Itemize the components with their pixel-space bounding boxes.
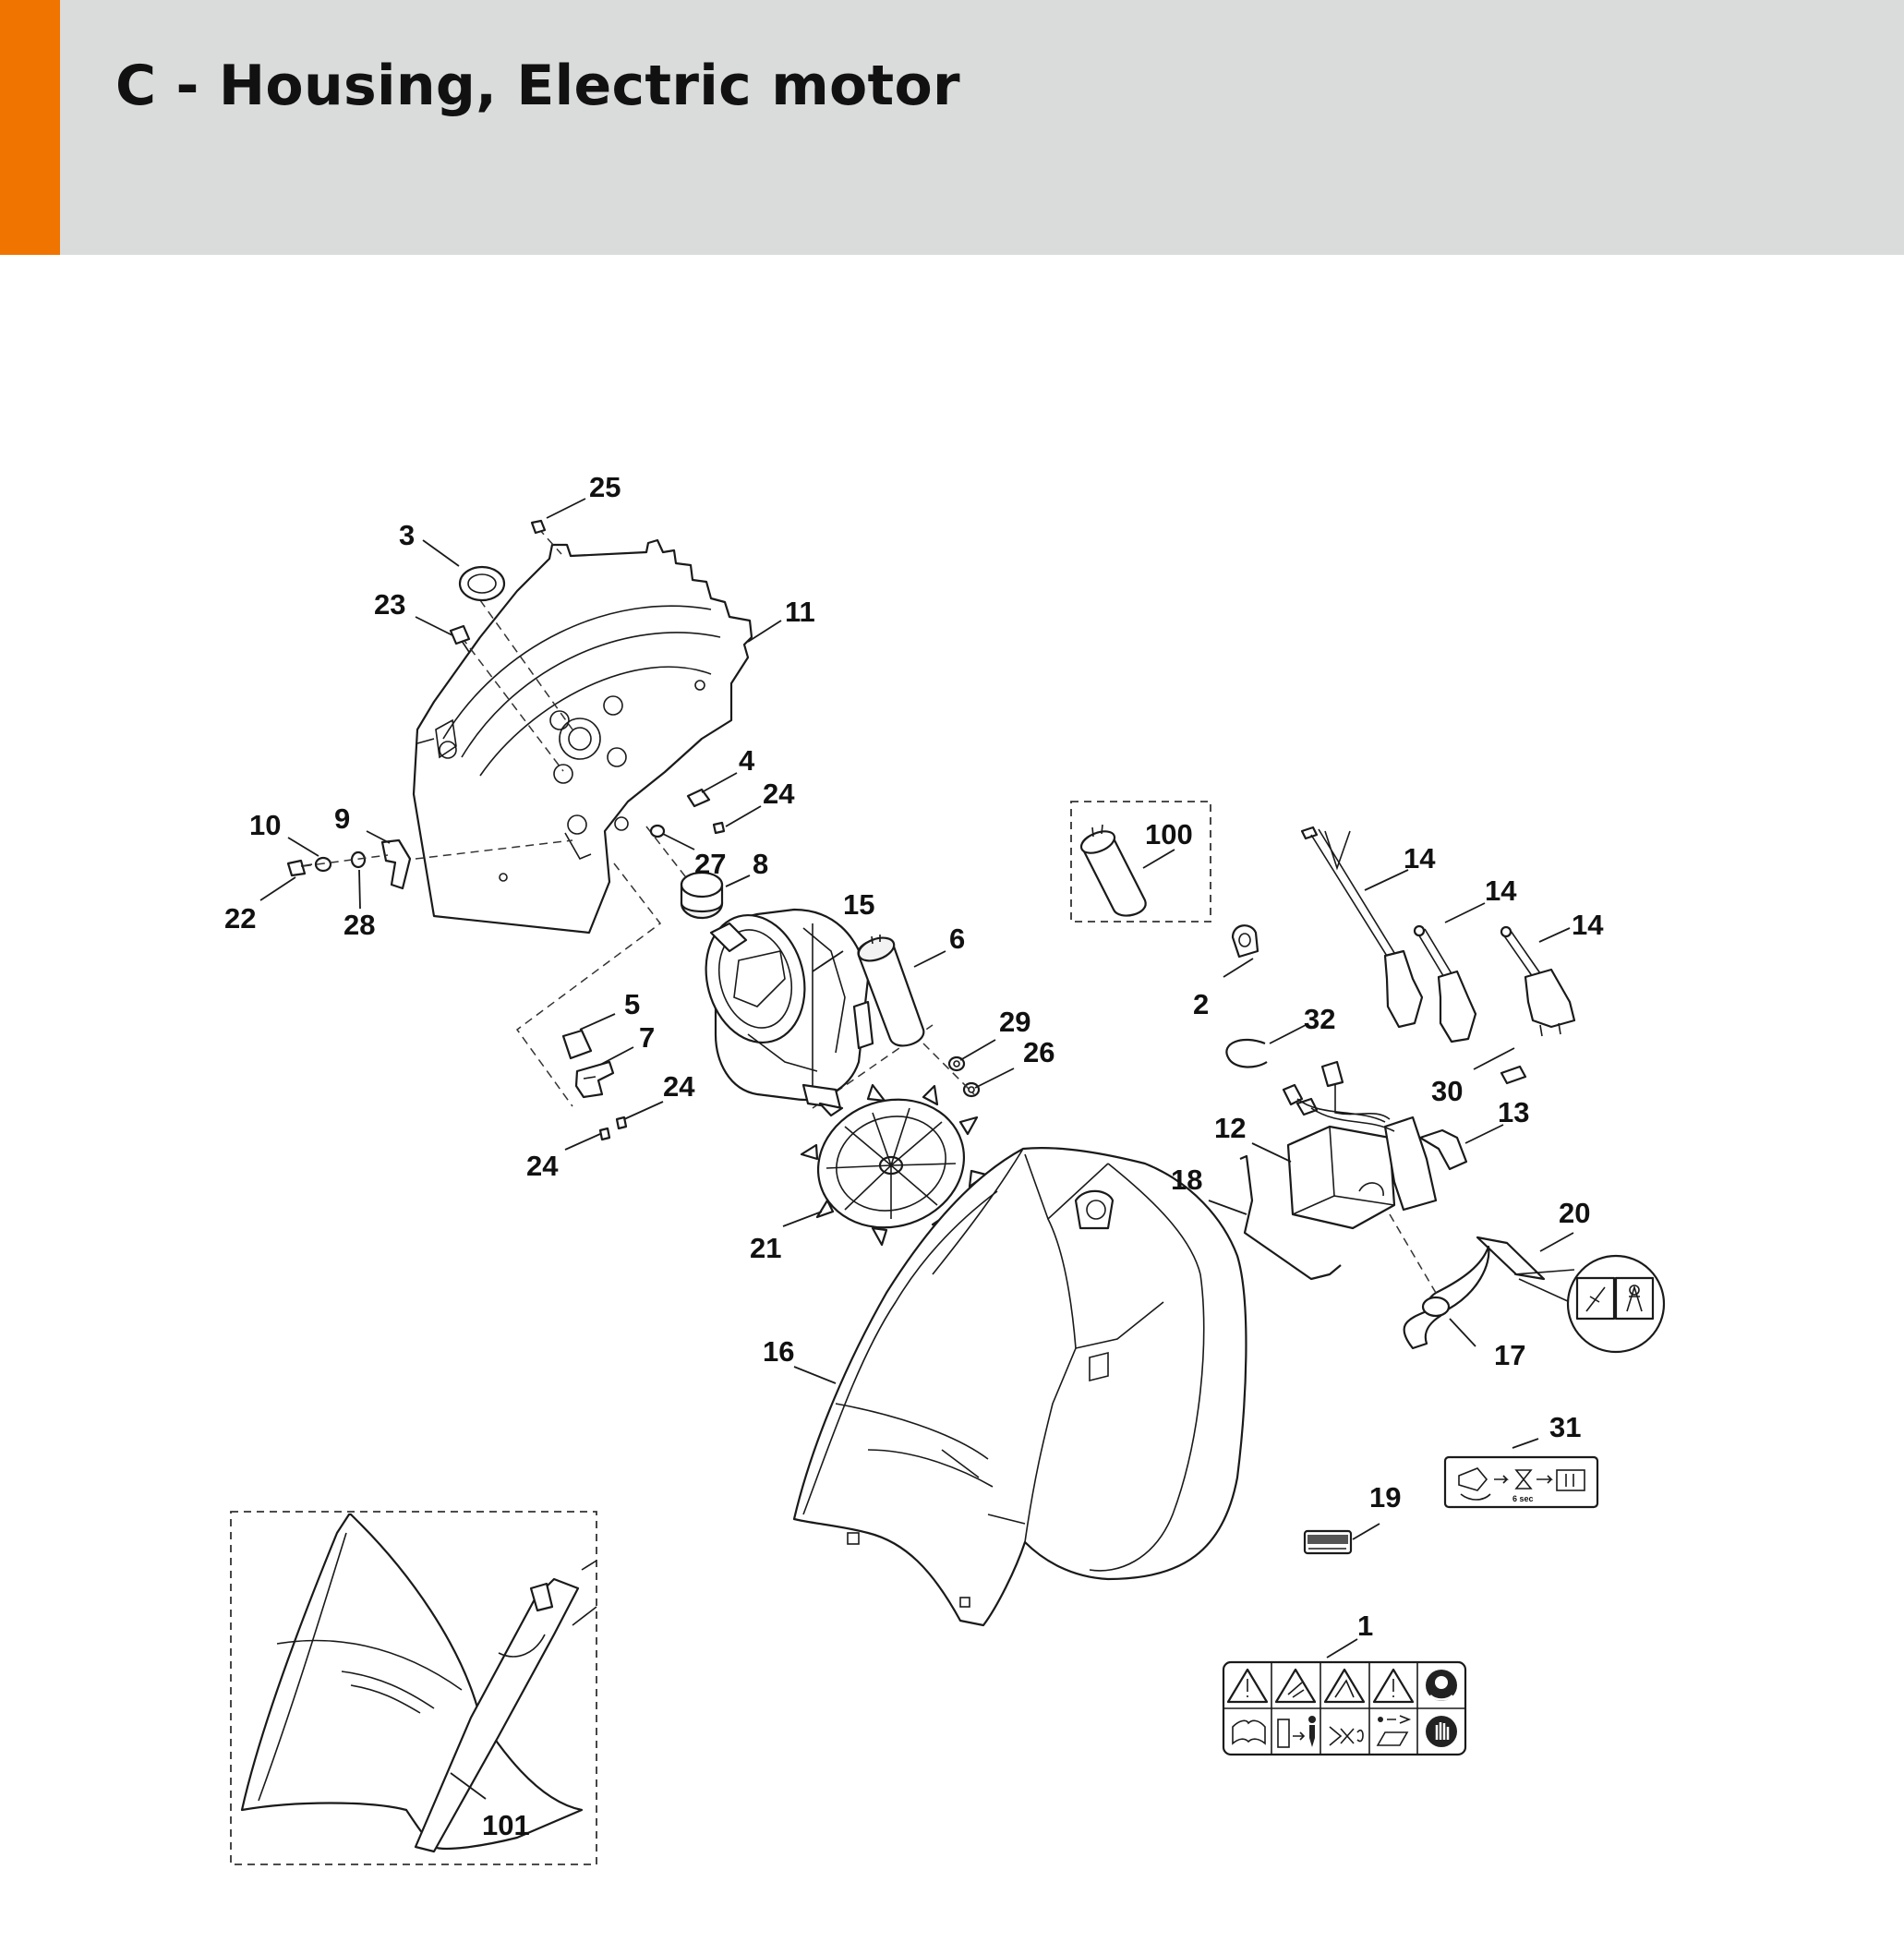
- assembly-line-fan: [812, 1024, 934, 1109]
- callout-24-lower: 24: [526, 1150, 559, 1182]
- part-4-clip: [686, 788, 711, 808]
- part-14-cable-a: [1300, 826, 1424, 1029]
- callout-27: 27: [694, 848, 726, 880]
- part-29-star-washer: [947, 1055, 966, 1072]
- callout-8: 8: [753, 848, 768, 880]
- callout-14-right: 14: [1572, 909, 1604, 941]
- callout-101: 101: [482, 1809, 530, 1841]
- assembly-line-12-17: [1389, 1213, 1437, 1294]
- part-23-screw: [449, 624, 471, 653]
- part-16-housing: [792, 1147, 1247, 1627]
- part-21-fan-wheel: [800, 1083, 988, 1247]
- part-12-switch-box: [1282, 1060, 1438, 1230]
- part-14-cable-c: [1500, 925, 1576, 1037]
- callout-29: 29: [999, 1006, 1030, 1038]
- callout-1: 1: [1357, 1610, 1373, 1642]
- header-accent-bar: [0, 0, 60, 255]
- part-22-screw: [286, 859, 313, 877]
- callout-6: 6: [949, 923, 965, 955]
- callout-12: 12: [1214, 1112, 1246, 1144]
- assembly-line-3: [479, 599, 573, 730]
- callout-30: 30: [1431, 1075, 1463, 1107]
- part-32-retaining-ring: [1225, 1039, 1268, 1068]
- callout-23: 23: [374, 588, 405, 621]
- part-24-screw-a: [712, 821, 726, 835]
- callout-20: 20: [1559, 1197, 1590, 1229]
- part-26-nut: [962, 1081, 981, 1098]
- callout-24-upper: 24: [763, 778, 795, 810]
- callout-25: 25: [589, 471, 621, 503]
- assembly-line-10-9: [302, 854, 389, 867]
- callout-9: 9: [334, 802, 350, 835]
- part-27-washer: [649, 824, 666, 838]
- part-3-seal-ring: [458, 565, 506, 602]
- callout-28: 28: [343, 909, 375, 941]
- callout-5: 5: [624, 988, 640, 1020]
- page-title: C - Housing, Electric motor: [115, 54, 960, 118]
- callout-32: 32: [1304, 1003, 1335, 1035]
- callout-labels: 25 3 23 11 4 24 10 9 27 8 22 28 15 6 100…: [224, 471, 1604, 1841]
- callout-22: 22: [224, 902, 256, 935]
- part-17-blade: [1403, 1245, 1490, 1350]
- assembly-line-9-plate: [415, 839, 573, 860]
- part-2-cable-clamp: [1231, 924, 1259, 959]
- part-24-screw-c: [598, 1127, 611, 1141]
- part-100-optional-box: [1070, 801, 1211, 923]
- part-5-switch-cap: [561, 1029, 593, 1060]
- callout-leaders: [259, 498, 1574, 1800]
- callout-7: 7: [639, 1021, 655, 1054]
- part-10-nut: [314, 856, 332, 873]
- callout-26: 26: [1023, 1036, 1054, 1068]
- callout-19: 19: [1369, 1481, 1401, 1514]
- part-20-pictogram: [1513, 1254, 1666, 1354]
- part-101-detail-box: [230, 1511, 597, 1865]
- callout-14-left: 14: [1404, 842, 1436, 874]
- callout-3: 3: [399, 519, 415, 551]
- part-25-screw: [530, 519, 547, 535]
- part-19-rating-plate: [1303, 1529, 1353, 1555]
- callout-18: 18: [1171, 1164, 1202, 1196]
- part-100-capacitor: [1079, 824, 1147, 917]
- callout-11: 11: [785, 596, 815, 628]
- callout-17: 17: [1494, 1339, 1525, 1371]
- callout-13: 13: [1498, 1096, 1529, 1128]
- callout-100: 100: [1145, 818, 1193, 850]
- part-11-housing-plate: [412, 538, 753, 935]
- part-20-label: [1476, 1236, 1546, 1281]
- assembly-line-29-26: [922, 1043, 975, 1095]
- callout-2: 2: [1193, 988, 1209, 1020]
- callout-14-middle: 14: [1485, 874, 1517, 907]
- assembly-line-25: [537, 527, 562, 555]
- part-8-bushing: [680, 871, 724, 920]
- callout-16: 16: [763, 1335, 794, 1368]
- assembly-line-23: [461, 636, 564, 772]
- callout-21: 21: [750, 1232, 781, 1264]
- callout-15: 15: [843, 888, 874, 921]
- part-18-wire-bracket: [1239, 1154, 1342, 1281]
- page-header: C - Housing, Electric motor: [0, 0, 1904, 255]
- part-101-housing-variant: [240, 1513, 597, 1853]
- part-31-instruction-label: 6 sec: [1443, 1455, 1599, 1509]
- callout-10: 10: [249, 809, 281, 841]
- callout-4: 4: [739, 744, 755, 777]
- part-6-capacitor: [857, 935, 925, 1047]
- callout-24-middle: 24: [663, 1070, 695, 1103]
- part-15-electric-motor: [705, 908, 874, 1110]
- part-1-safety-label: [1222, 1660, 1467, 1756]
- part-13-cover: [1418, 1128, 1468, 1171]
- part-7-switch-holder: [574, 1060, 615, 1099]
- part-24-screw-b: [615, 1116, 628, 1130]
- part-14-cable-b: [1413, 924, 1477, 1043]
- callout-31: 31: [1549, 1411, 1581, 1443]
- label-31-timer-text: 6 sec: [1512, 1494, 1534, 1503]
- part-28-washer: [350, 850, 367, 869]
- part-9-bracket: [380, 838, 412, 890]
- part-30-pin: [1500, 1065, 1527, 1085]
